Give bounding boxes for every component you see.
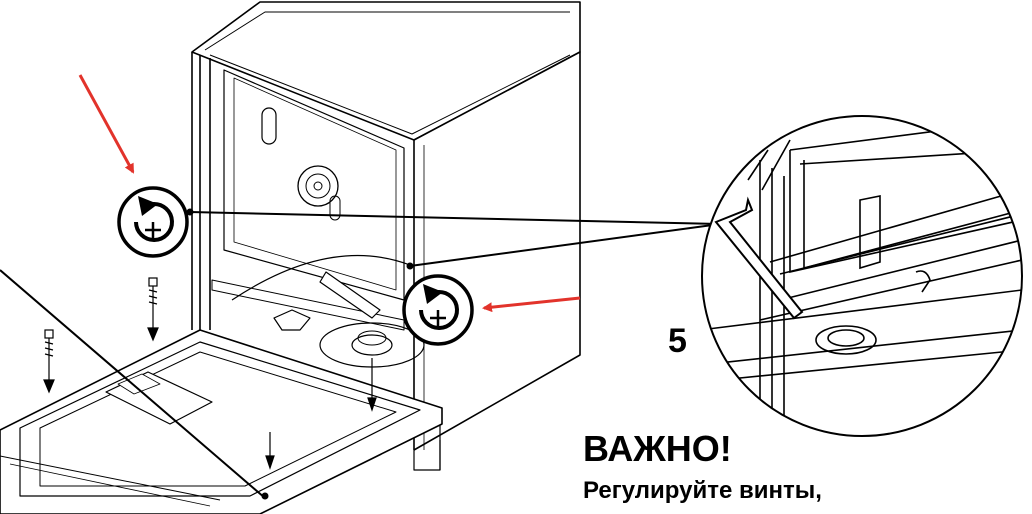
detail-zoom-circle — [700, 116, 1022, 440]
screw-icon — [148, 278, 158, 340]
screw-icon — [44, 330, 54, 392]
anchor-dot — [262, 493, 269, 500]
step-number: 5 — [668, 322, 687, 361]
warning-title: ВАЖНО! — [583, 428, 732, 470]
red-arrow-icon — [80, 75, 133, 172]
rotate-clockwise-plus-icon — [119, 188, 187, 256]
rotate-clockwise-plus-icon — [404, 276, 472, 344]
anchor-dot — [407, 263, 414, 270]
warning-text: Регулируйте винты, — [583, 477, 822, 505]
dishwasher-door — [0, 330, 442, 514]
